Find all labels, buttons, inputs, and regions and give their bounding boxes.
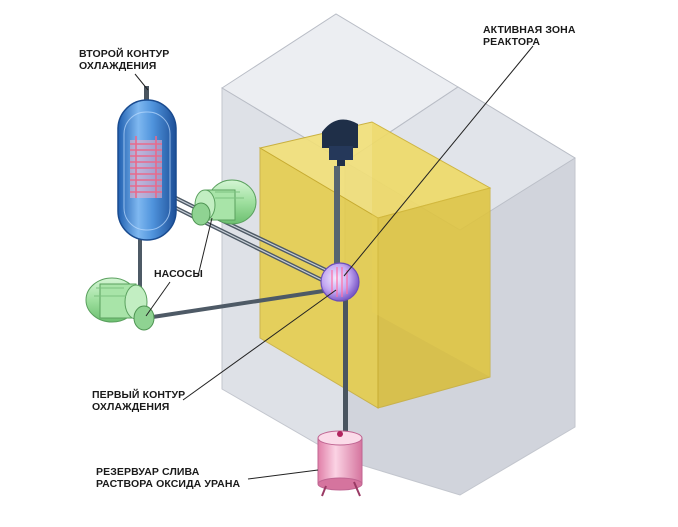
label-secondary-loop-line1: ВТОРОЙ КОНТУР <box>79 48 170 60</box>
label-pumps-line1: НАСОСЫ <box>154 268 203 280</box>
label-reactor-core-line2: РЕАКТОРА <box>483 36 541 48</box>
heat-exchanger-coil <box>130 136 162 198</box>
drain-tank <box>317 430 363 497</box>
label-reactor-core-line1: АКТИВНАЯ ЗОНА <box>483 24 576 36</box>
label-pumps: НАСОСЫ <box>154 268 203 280</box>
control-rod <box>334 166 348 438</box>
label-drain-tank: РЕЗЕРВУАР СЛИВА РАСТВОРА ОКСИДА УРАНА <box>96 466 240 490</box>
control-rod-drive <box>322 119 358 166</box>
label-reactor-core: АКТИВНАЯ ЗОНА РЕАКТОРА <box>483 24 576 48</box>
leader-lines <box>134 45 534 480</box>
reactor-core <box>320 262 360 302</box>
label-drain-tank-line2: РАСТВОРА ОКСИДА УРАНА <box>96 478 241 490</box>
heat-exchanger <box>117 99 177 241</box>
label-secondary-loop-line2: ОХЛАЖДЕНИЯ <box>79 60 157 72</box>
label-primary-loop-line2: ОХЛАЖДЕНИЯ <box>92 401 170 413</box>
label-drain-tank-line1: РЕЗЕРВУАР СЛИВА <box>96 466 200 478</box>
label-primary-loop-line1: ПЕРВЫЙ КОНТУР <box>92 389 186 401</box>
label-primary-loop: ПЕРВЫЙ КОНТУР ОХЛАЖДЕНИЯ <box>92 389 185 413</box>
label-secondary-loop: ВТОРОЙ КОНТУР ОХЛАЖДЕНИЯ <box>79 48 169 72</box>
pump-lower <box>85 277 155 331</box>
pump-upper <box>191 179 257 226</box>
